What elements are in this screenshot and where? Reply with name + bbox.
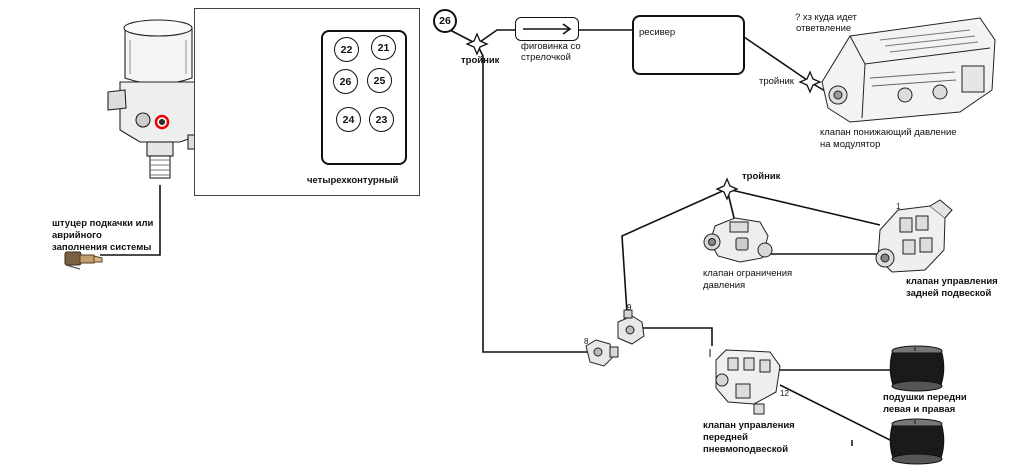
valve-8-picture — [585, 339, 619, 367]
pressure-reducing-valve-picture — [821, 17, 996, 123]
label-fill-2: аврийного — [52, 230, 102, 241]
valve-9-picture — [617, 309, 645, 345]
connection-lines — [100, 29, 891, 441]
line-tee-to-valve8 — [476, 43, 588, 353]
label-rear-1: клапан управления — [906, 276, 998, 287]
tee-star-right — [798, 70, 822, 94]
label-front-2: передней — [703, 432, 748, 443]
label-front-3: пневмоподвеской — [703, 444, 789, 455]
port-26-marker-label: 26 — [439, 15, 451, 27]
port-26-marker: 26 — [433, 9, 457, 33]
label-unknown-1: ? хз куда идет — [795, 12, 857, 23]
tee-star-top — [465, 32, 489, 56]
four-circuit-caption: четырехконтурный — [307, 175, 399, 186]
line-front-to-bottom-bag — [779, 384, 891, 441]
port-21: 21 — [371, 35, 396, 60]
label-tee-top: тройник — [461, 55, 500, 66]
air-bag-bottom — [889, 418, 945, 465]
label-num-8: 8 — [584, 337, 589, 346]
label-bags-2: левая и правая — [883, 404, 956, 415]
fill-fitting-picture — [64, 251, 103, 270]
pressure-limiting-valve-picture — [703, 217, 773, 263]
label-tee-right: тройник — [759, 76, 794, 87]
port-24-label: 24 — [342, 113, 355, 126]
port-26-label: 26 — [339, 75, 352, 88]
port-22-label: 22 — [340, 43, 353, 56]
port-25: 25 — [367, 68, 392, 93]
line-tee-to-fitting — [476, 29, 516, 45]
line-fill-fitting — [100, 185, 161, 256]
port-21-label: 21 — [377, 41, 390, 54]
port-24: 24 — [336, 107, 361, 132]
air-bag-top — [889, 345, 945, 392]
fitting-with-arrow — [515, 17, 579, 41]
line-receiver-to-tee — [743, 36, 811, 83]
label-num-1: 1 — [896, 202, 901, 211]
label-tee-mid: тройник — [742, 171, 781, 182]
front-suspension-valve-picture — [709, 349, 781, 415]
label-front-1: клапан управления — [703, 420, 795, 431]
port-23-label: 23 — [375, 113, 388, 126]
label-receiver: ресивер — [639, 27, 676, 38]
line-midtee-to-rear — [726, 188, 881, 226]
label-unknown-2: ответвление — [796, 23, 852, 34]
label-reducer-2: на модулятор — [820, 139, 881, 150]
port-22: 22 — [334, 37, 359, 62]
label-limiter-1: клапан ограничения — [703, 268, 793, 279]
label-num-9: 9 — [627, 303, 632, 312]
port-25-label: 25 — [373, 74, 386, 87]
label-fill-1: штуцер подкачки или — [52, 218, 154, 229]
line-valve9-to-front — [638, 327, 713, 346]
tee-star-mid — [715, 177, 739, 201]
line-valve9-to-midtee — [621, 188, 728, 329]
label-num-12: 12 — [780, 389, 789, 398]
label-fill-3: заполнения системы — [52, 242, 152, 253]
label-fitting-2: стрелочкой — [521, 52, 571, 63]
rear-suspension-valve-picture — [875, 199, 953, 273]
port-26: 26 — [333, 69, 358, 94]
label-fitting-1: фиговинка со — [521, 41, 581, 52]
port-23: 23 — [369, 107, 394, 132]
receiver-box — [632, 15, 745, 75]
label-reducer-1: клапан понижающий давление — [820, 127, 957, 138]
label-rear-2: задней подвеской — [906, 288, 992, 299]
label-bags-1: подушки передни — [883, 392, 967, 403]
label-limiter-2: давления — [703, 280, 746, 291]
arrow-icon — [523, 23, 572, 35]
